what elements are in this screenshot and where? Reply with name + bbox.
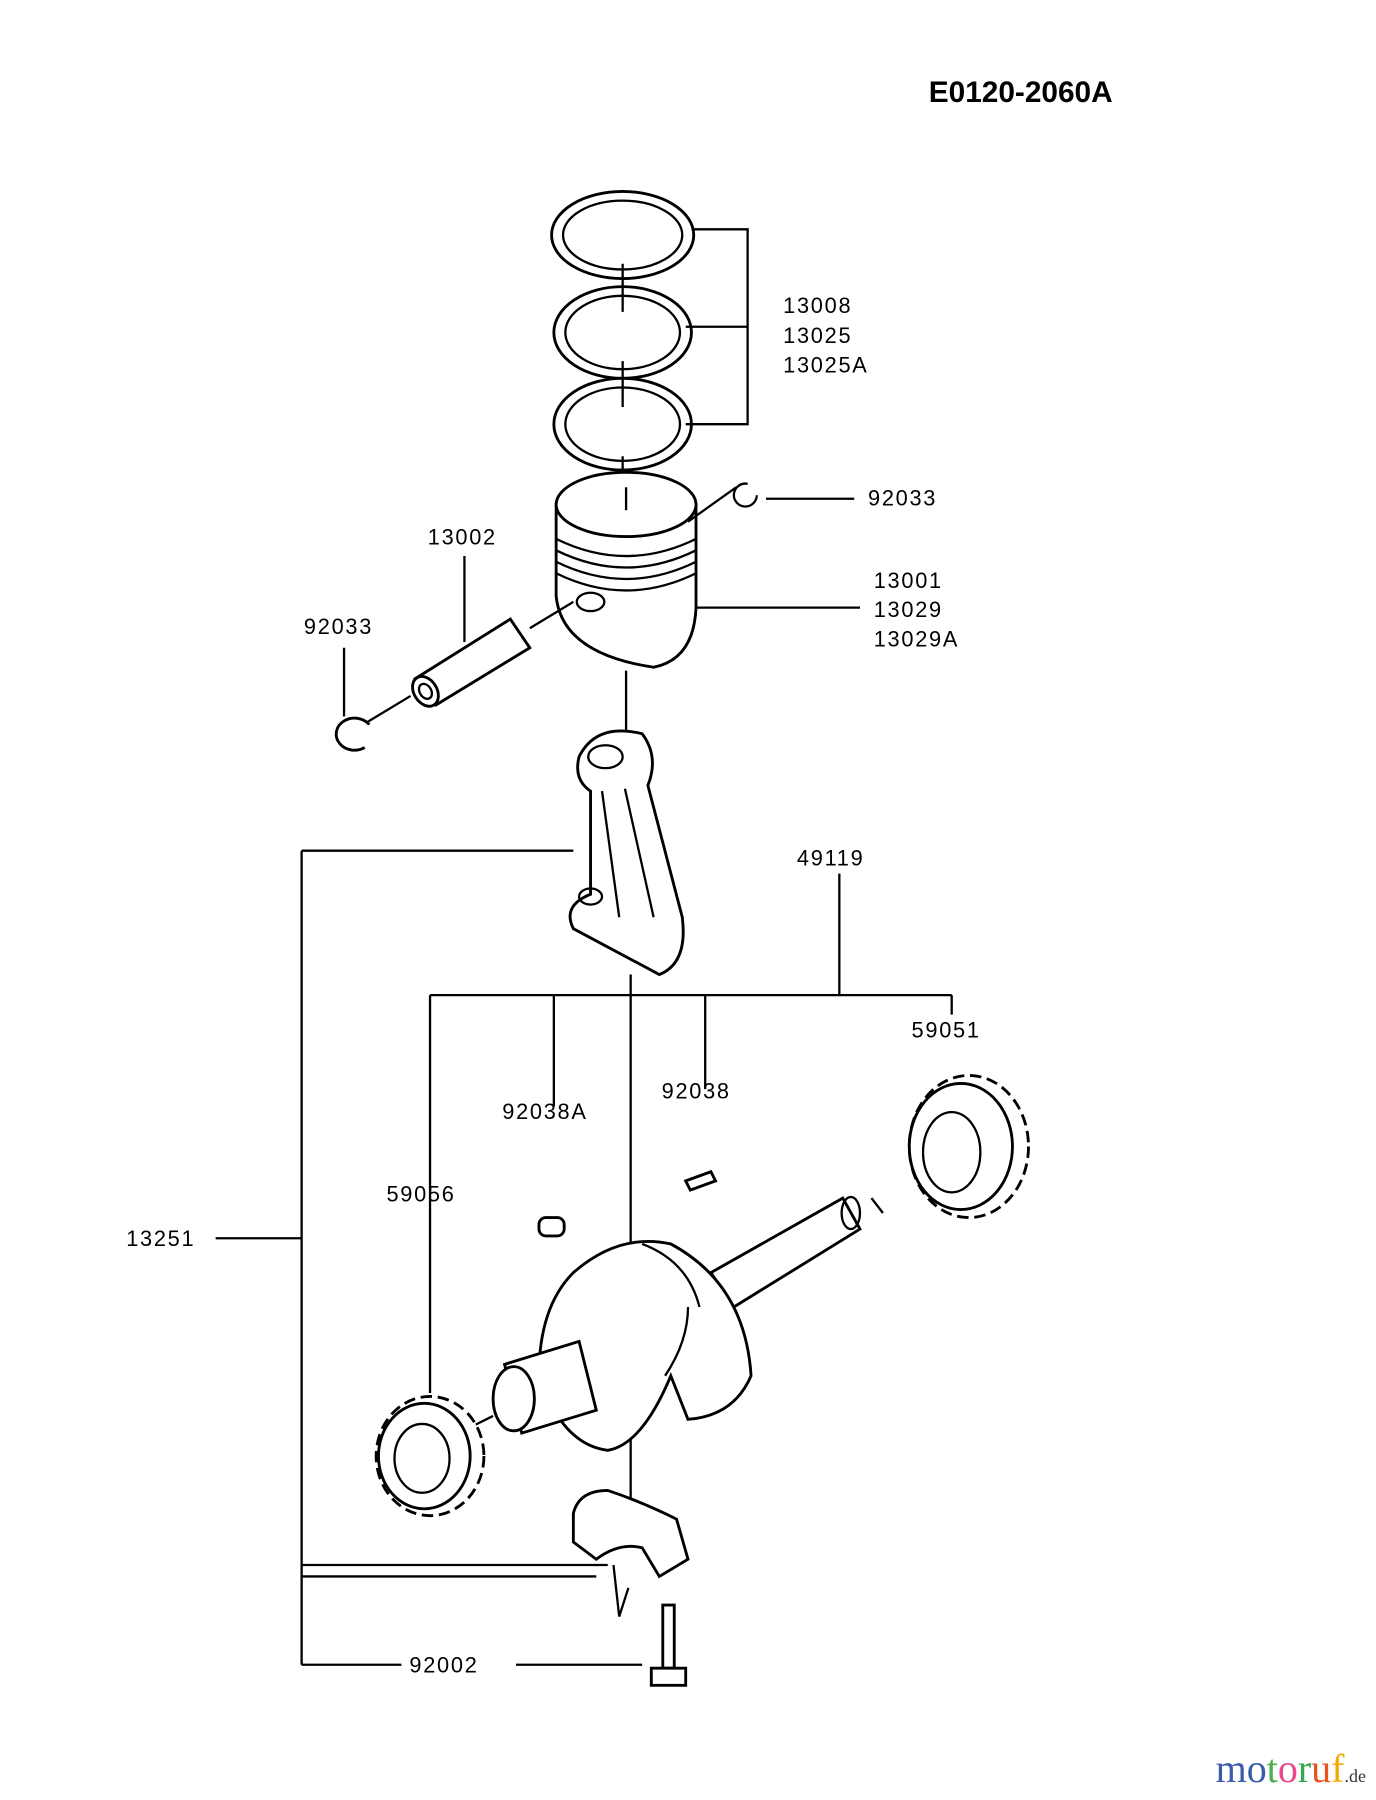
clip-left-label: 92033 <box>304 614 373 639</box>
crankshaft-assembly-label: 13251 <box>126 1226 195 1251</box>
clip-right-leader <box>687 486 855 523</box>
piston-label-2: 13029A <box>874 627 959 652</box>
rings-leader <box>685 228 749 426</box>
rod-assembly-label: 49119 <box>797 846 865 871</box>
rod-assembly-leader <box>428 873 953 1393</box>
bolt <box>649 1603 688 1687</box>
pin-label: 13002 <box>428 525 497 550</box>
key-a <box>537 1216 566 1238</box>
ring-label-2: 13025A <box>783 353 868 378</box>
diagram-id: E0120-2060A <box>929 76 1113 109</box>
clip-right-label: 92033 <box>868 486 937 511</box>
gear-left-label: 59056 <box>386 1182 455 1207</box>
crankshaft-assembly-leader <box>215 849 643 1666</box>
piston-pin <box>411 617 532 708</box>
key-label: 92038 <box>662 1078 731 1103</box>
crankshaft <box>491 1195 884 1452</box>
piston-label-0: 13001 <box>874 568 943 593</box>
connecting-rod <box>568 729 685 977</box>
ring-label-1: 13025 <box>783 323 852 348</box>
key <box>683 1169 718 1192</box>
circlip-right <box>732 482 758 508</box>
key-a-label: 92038A <box>502 1099 587 1124</box>
timing-gear-left <box>374 1394 486 1518</box>
gear-right-label: 59051 <box>912 1018 981 1043</box>
circlip-left <box>334 716 371 752</box>
timing-gear-right <box>907 1073 1030 1220</box>
piston-label-1: 13029 <box>874 597 943 622</box>
rod-cap <box>571 1489 690 1617</box>
piston-rings <box>550 190 696 472</box>
watermark-logo: motoruf.de <box>1215 1746 1366 1791</box>
ring-label-0: 13008 <box>783 293 852 318</box>
pin-axis <box>366 600 574 724</box>
bolt-label: 92002 <box>409 1653 478 1678</box>
